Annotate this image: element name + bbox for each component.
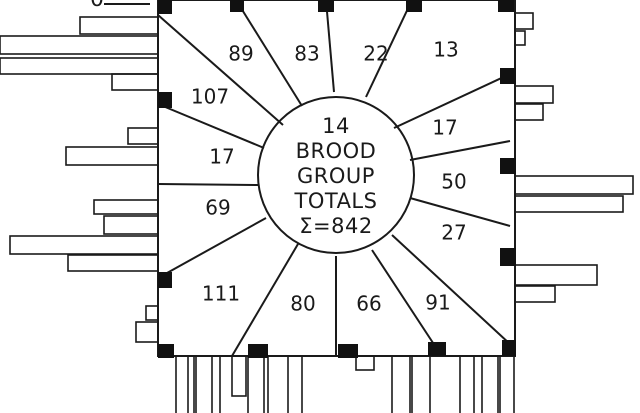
left-bar: [67, 254, 159, 272]
marker: [428, 342, 446, 356]
left-bar: [0, 57, 159, 75]
sector-value: 17: [432, 116, 457, 140]
sector-value: 13: [433, 38, 458, 62]
sector-value: 80: [290, 292, 315, 316]
left-histogram: [0, 16, 159, 343]
marker: [406, 0, 422, 12]
center-line-1: 14: [322, 114, 350, 138]
marker: [158, 92, 172, 108]
bottom-bar: [267, 355, 289, 413]
bottom-bar: [231, 355, 247, 397]
marker: [158, 344, 174, 358]
bottom-histogram: [175, 355, 515, 413]
bottom-bar: [247, 355, 265, 413]
sector-value: 111: [202, 282, 240, 306]
bottom-bar: [411, 355, 431, 413]
center-line-3: GROUP: [297, 164, 375, 188]
top-left-fragment: 0: [90, 0, 104, 12]
marker: [318, 0, 334, 12]
sector-value: 69: [205, 196, 230, 220]
bottom-spikes: [187, 356, 475, 413]
sector-value: 83: [294, 42, 319, 66]
left-bar: [127, 127, 159, 145]
right-bar: [514, 12, 534, 30]
sector-value: 50: [441, 170, 466, 194]
bottom-bar: [391, 355, 411, 413]
center-circle: [257, 96, 415, 254]
right-bar: [514, 285, 556, 303]
sector-value: 27: [441, 221, 466, 245]
radial-lines: [157, 0, 511, 357]
marker: [500, 68, 516, 84]
right-bar: [514, 103, 544, 121]
marker: [500, 248, 516, 266]
marker: [158, 272, 172, 288]
bottom-bar: [481, 355, 499, 413]
left-bar: [135, 321, 159, 343]
marker: [248, 344, 268, 358]
left-bar: [9, 235, 159, 255]
right-histogram: [514, 12, 634, 303]
sector-value: 107: [191, 85, 229, 109]
sector-value: 66: [356, 292, 381, 316]
sector-value: 17: [209, 145, 234, 169]
center-line-2: BROOD: [296, 139, 377, 163]
bottom-bar: [195, 355, 213, 413]
left-bar: [103, 215, 159, 235]
marker: [500, 158, 516, 174]
marker: [338, 344, 358, 358]
center-text: 14 BROOD GROUP TOTALS Σ=842: [294, 114, 378, 238]
center-line-5: Σ=842: [299, 214, 372, 238]
marker: [502, 340, 516, 356]
center-line-4: TOTALS: [294, 189, 378, 213]
sector-value: 89: [228, 42, 253, 66]
sector-value: 22: [363, 42, 388, 66]
sector-value: 91: [425, 291, 450, 315]
bottom-bar: [499, 355, 515, 413]
left-bar: [0, 35, 159, 55]
right-bar: [514, 195, 624, 213]
marker: [158, 0, 172, 14]
left-bar: [145, 305, 159, 321]
bottom-bar: [355, 355, 375, 371]
marker: [230, 0, 244, 12]
bottom-bar: [175, 355, 195, 413]
corner-markers: [158, 0, 516, 358]
right-bar: [514, 85, 554, 104]
left-bar: [93, 199, 159, 215]
right-bar: [514, 30, 526, 46]
sector-labels: 89 83 22 13 107 17 17 50 69 27 111 80 66…: [191, 38, 467, 316]
right-bar: [514, 175, 634, 195]
right-bar: [514, 264, 598, 286]
left-bar: [65, 146, 159, 166]
left-bar: [111, 73, 159, 91]
marker: [498, 0, 514, 12]
left-bar: [79, 16, 159, 35]
